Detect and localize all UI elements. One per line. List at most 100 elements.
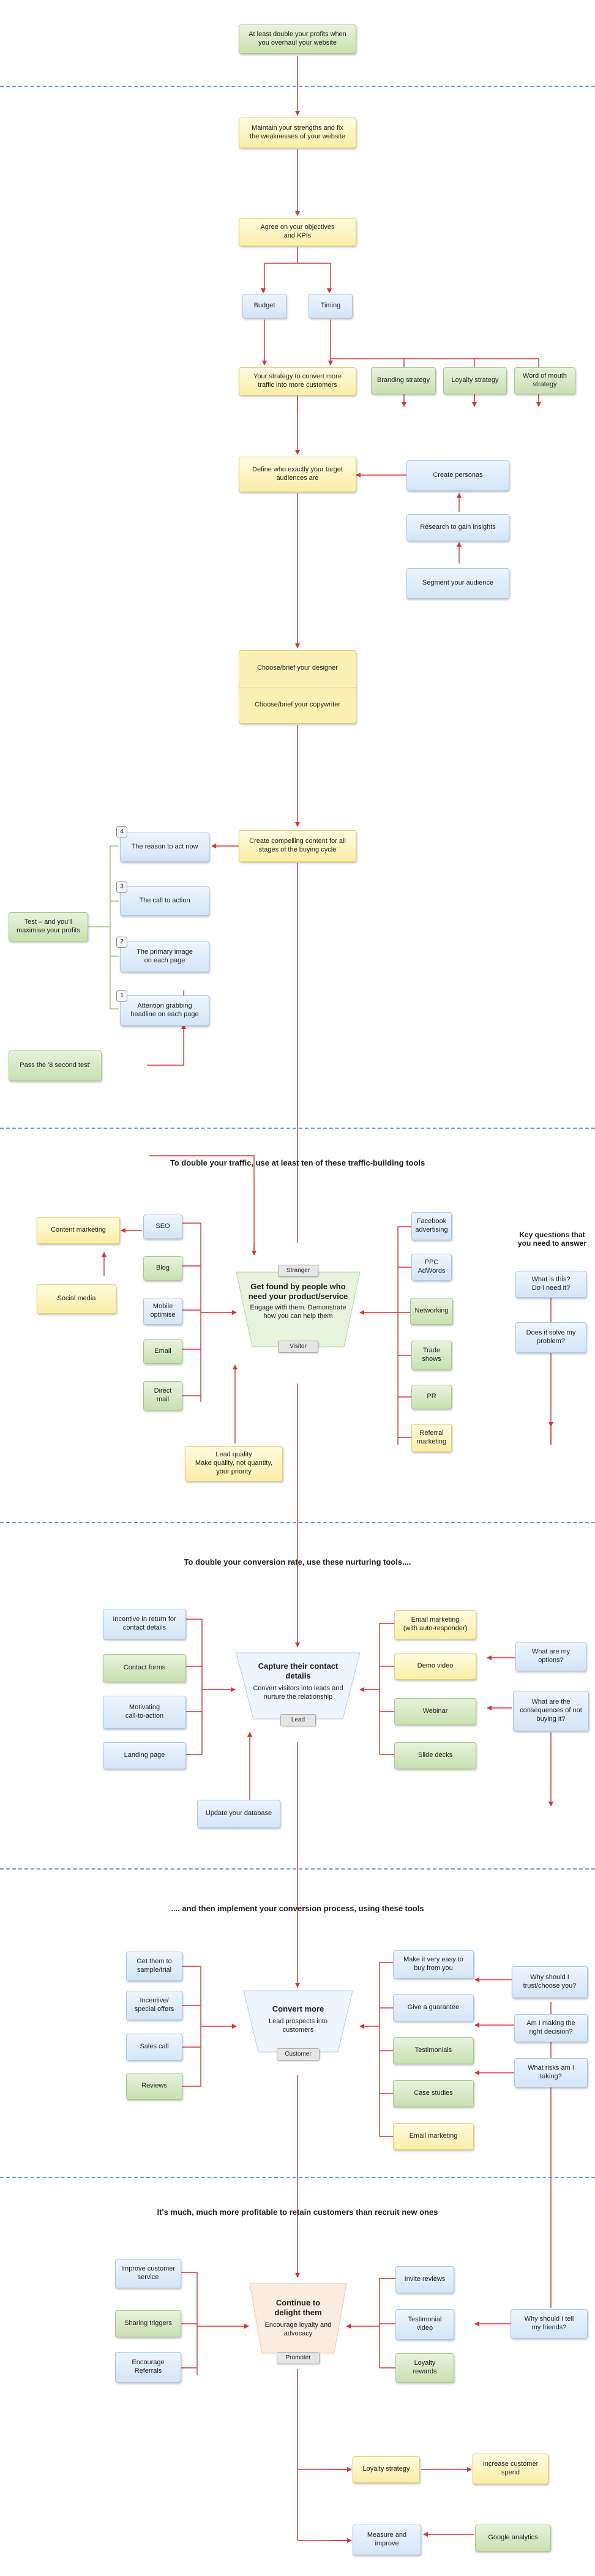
nurture-title: To double your conversion rate, use thes… [184, 1557, 411, 1567]
loyalty-strategy-box: Loyalty strategy [443, 367, 507, 394]
tool-sample: Get them to sample/trial [126, 1952, 182, 1981]
section-divider [0, 1128, 595, 1129]
strengths-box: Maintain your strengths and fix the weak… [239, 118, 356, 148]
step-number: 1 [116, 990, 127, 1002]
social-media-box: Social media [37, 1284, 116, 1314]
stage-stranger: Stranger [278, 1265, 318, 1277]
tool-direct-mail: Direct mail [143, 1381, 182, 1410]
tool-guarantee: Give a guarantee [393, 1994, 474, 2021]
tool-testimonial-video: Testimonial video [395, 2309, 454, 2340]
tool-mobile: Mobile optimise [143, 1298, 182, 1325]
word-of-mouth-box: Word of mouth strategy [514, 367, 575, 394]
question-right-decision: Am I making the right decision? [514, 2014, 588, 2042]
reason-box: The reason to act now [120, 833, 209, 862]
increase-spend-box: Increase customer spend [473, 2454, 548, 2484]
tool-easy-buy: Make it very easy to buy from you [393, 1950, 474, 1979]
question-tell-friends: Why should I tell my friends? [511, 2309, 588, 2338]
tool-trade-shows: Trade shows [411, 1341, 452, 1370]
image-box: The primary image on each page [120, 942, 209, 972]
key-questions-title: Key questions that you need to answer [517, 1230, 587, 1248]
nurture-funnel-heading: Capture their contact details [258, 1661, 339, 1681]
section-divider [0, 86, 595, 87]
database-box: Update your database [197, 1800, 280, 1828]
lead-quality-box: Lead quality Make quality, not quantity,… [185, 1446, 283, 1481]
goal-box: At least double your profits when you ov… [239, 24, 356, 54]
branding-strategy-box: Branding strategy [371, 367, 436, 394]
content-marketing-box: Content marketing [37, 1217, 120, 1244]
tool-sales-call: Sales call [126, 2034, 182, 2061]
stage-customer: Customer [277, 2048, 320, 2061]
tool-reviews: Reviews [126, 2073, 182, 2100]
step-number: 4 [116, 826, 127, 837]
tool-case-studies: Case studies [393, 2080, 474, 2107]
tool-blog: Blog [143, 1256, 182, 1281]
retain-title: It's much, much more profitable to retai… [157, 2207, 438, 2217]
step-number: 3 [116, 882, 127, 893]
tool-webinar: Webinar [394, 1698, 476, 1725]
objectives-box: Agree on your objectives and KPIs [239, 218, 356, 246]
tool-incentive: Incentive in return for contact details [103, 1609, 186, 1639]
tool-sharing-triggers: Sharing triggers [115, 2310, 181, 2337]
retain-funnel-subtext: Encourage loyalty and advocacy [264, 2321, 332, 2337]
traffic-title: To double your traffic, use at least ten… [170, 1158, 425, 1167]
designer-label: Choose/brief your designer [239, 651, 356, 686]
question-solve-problem: Does it solve my problem? [515, 1322, 586, 1353]
stage-promoter: Promoter [277, 2352, 320, 2364]
strategy-box: Your strategy to convert more traffic in… [239, 367, 356, 395]
content-box: Create compelling content for all stages… [239, 830, 356, 862]
tool-contact-forms: Contact forms [103, 1654, 186, 1682]
question-options: What are my options? [515, 1642, 586, 1671]
retain-funnel-heading: Continue to delight them [274, 2298, 322, 2318]
stage-lead: Lead [280, 1714, 316, 1726]
budget-box: Budget [242, 294, 286, 318]
tool-referral: Referral marketing [411, 1424, 452, 1452]
step-number: 2 [116, 937, 127, 948]
question-trust: Why should I trust/choose you? [512, 1966, 588, 1998]
tool-invite-reviews: Invite reviews [395, 2266, 454, 2293]
copywriter-label: Choose/brief your copywriter [239, 688, 356, 722]
tool-pr: PR [411, 1385, 452, 1409]
tool-email: Email [143, 1339, 182, 1364]
question-consequences: What are the consequences of not buying … [513, 1691, 589, 1731]
section-divider [0, 1868, 595, 1870]
tool-special-offers: Incentive/ special offers [126, 1991, 182, 2020]
google-analytics-box: Google analytics [475, 2525, 551, 2552]
convert-funnel-heading: Convert more [272, 2004, 324, 2013]
timing-box: Timing [309, 294, 353, 318]
measure-box: Measure and improve [353, 2525, 421, 2555]
pass-test-box: Pass the '8 second test' [9, 1050, 102, 1081]
tool-facebook: Facebook advertising [411, 1212, 452, 1240]
tool-loyalty-rewards: Loyalty rewards [395, 2353, 454, 2383]
cta-box: The call to action [120, 886, 209, 916]
tool-landing-page: Landing page [103, 1742, 186, 1769]
tool-encourage-referrals: Encourage Referrals [115, 2352, 181, 2383]
segment-box: Segment your audience [406, 568, 509, 599]
stage-visitor: Visitor [278, 1341, 318, 1353]
nurture-funnel-subtext: Convert visitors into leads and nurture … [253, 1685, 343, 1701]
tool-seo: SEO [143, 1215, 182, 1239]
tool-testimonials: Testimonials [393, 2037, 474, 2064]
section-divider [0, 2177, 595, 2178]
traffic-funnel-subtext: Engage with them. Demonstrate how you ca… [250, 1304, 346, 1320]
research-box: Research to gain insights [406, 514, 509, 541]
tool-email-marketing-convert: Email marketing [393, 2123, 474, 2150]
tool-networking: Networking [410, 1298, 453, 1325]
question-risks: What risks am I taking? [514, 2058, 588, 2087]
traffic-funnel-heading: Get found by people who need your produc… [248, 1282, 348, 1301]
tool-slide-decks: Slide decks [394, 1742, 476, 1769]
headline-box: Attention grabbing headline on each page [120, 995, 209, 1026]
tool-email-marketing: Email marketing (with auto-responder) [394, 1610, 476, 1639]
audiences-box: Define who exactly your target audiences… [239, 457, 356, 492]
question-what-is-this: What is this? Do I need it? [515, 1271, 586, 1298]
tool-motivating-cta: Motivating call-to-action [103, 1696, 186, 1729]
personas-box: Create personas [406, 460, 509, 491]
section-divider [0, 1522, 595, 1523]
test-box: Test – and you'll maximise your profits [9, 912, 88, 942]
loyalty-strategy-box-bottom: Loyalty strategy [353, 2456, 420, 2483]
tool-customer-service: Improve customer service [115, 2259, 181, 2288]
tool-ppc: PPC AdWords [411, 1254, 452, 1281]
convert-funnel-subtext: Lead prospects into customers [268, 2018, 327, 2034]
convert-title: .... and then implement your conversion … [171, 1904, 424, 1913]
tool-demo-video: Demo video [394, 1653, 476, 1680]
